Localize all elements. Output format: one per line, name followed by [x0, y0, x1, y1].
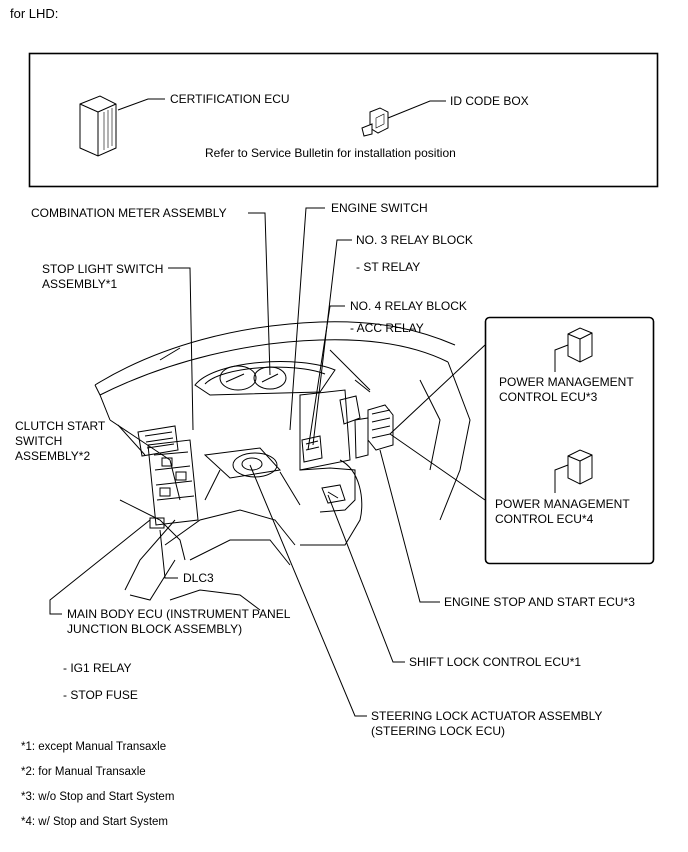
no3-relay-block-label: NO. 3 RELAY BLOCK [356, 233, 473, 247]
ig1-relay-label: - IG1 RELAY [63, 661, 132, 675]
power-management-ecu-3-label-2: CONTROL ECU*3 [499, 390, 598, 404]
main-body-ecu-label: MAIN BODY ECU (INSTRUMENT PANEL [67, 607, 291, 621]
stop-light-switch-label-2: ASSEMBLY*1 [42, 277, 118, 291]
steering-lock-label-2: (STEERING LOCK ECU) [371, 724, 506, 738]
power-management-ecu-4-label-2: CONTROL ECU*4 [495, 512, 594, 526]
stop-light-switch-label: STOP LIGHT SWITCH [42, 262, 164, 276]
main-body-ecu-label-2: JUNCTION BLOCK ASSEMBLY) [67, 622, 243, 636]
combination-meter-label: COMBINATION METER ASSEMBLY [31, 206, 227, 220]
power-management-ecu-3-icon [567, 327, 593, 363]
certification-ecu-icon [79, 95, 117, 157]
id-code-box-icon [361, 107, 389, 137]
stop-fuse-label: - STOP FUSE [63, 688, 138, 702]
power-management-ecu-3-label: POWER MANAGEMENT [499, 375, 634, 389]
clutch-start-label-2: SWITCH [15, 434, 63, 448]
dlc3-label: DLC3 [183, 571, 214, 585]
footnote-1: *1: except Manual Transaxle [21, 741, 167, 753]
side-box [484, 316, 655, 565]
engine-switch-label: ENGINE SWITCH [331, 201, 428, 215]
shift-lock-ecu-label: SHIFT LOCK CONTROL ECU*1 [409, 655, 582, 669]
acc-relay-label: - ACC RELAY [350, 321, 424, 335]
no4-relay-block-label: NO. 4 RELAY BLOCK [350, 299, 467, 313]
clutch-start-label-3: ASSEMBLY*2 [15, 449, 91, 463]
footnote-4: *4: w/ Stop and Start System [21, 816, 169, 828]
inset-box [28, 52, 659, 188]
inset-note: Refer to Service Bulletin for installati… [205, 146, 456, 160]
id-code-box-label: ID CODE BOX [450, 94, 529, 108]
clutch-start-label: CLUTCH START [15, 419, 106, 433]
st-relay-label: - ST RELAY [356, 260, 421, 274]
page-header: for LHD: [10, 6, 59, 21]
certification-ecu-label: CERTIFICATION ECU [170, 92, 290, 106]
dashboard-illustration [94, 321, 471, 611]
power-management-ecu-4-icon [567, 449, 593, 485]
steering-lock-label: STEERING LOCK ACTUATOR ASSEMBLY [371, 709, 603, 723]
engine-stop-start-ecu-label: ENGINE STOP AND START ECU*3 [444, 595, 635, 609]
footnote-3: *3: w/o Stop and Start System [21, 791, 175, 803]
footnote-2: *2: for Manual Transaxle [21, 766, 146, 778]
power-management-ecu-4-label: POWER MANAGEMENT [495, 497, 630, 511]
